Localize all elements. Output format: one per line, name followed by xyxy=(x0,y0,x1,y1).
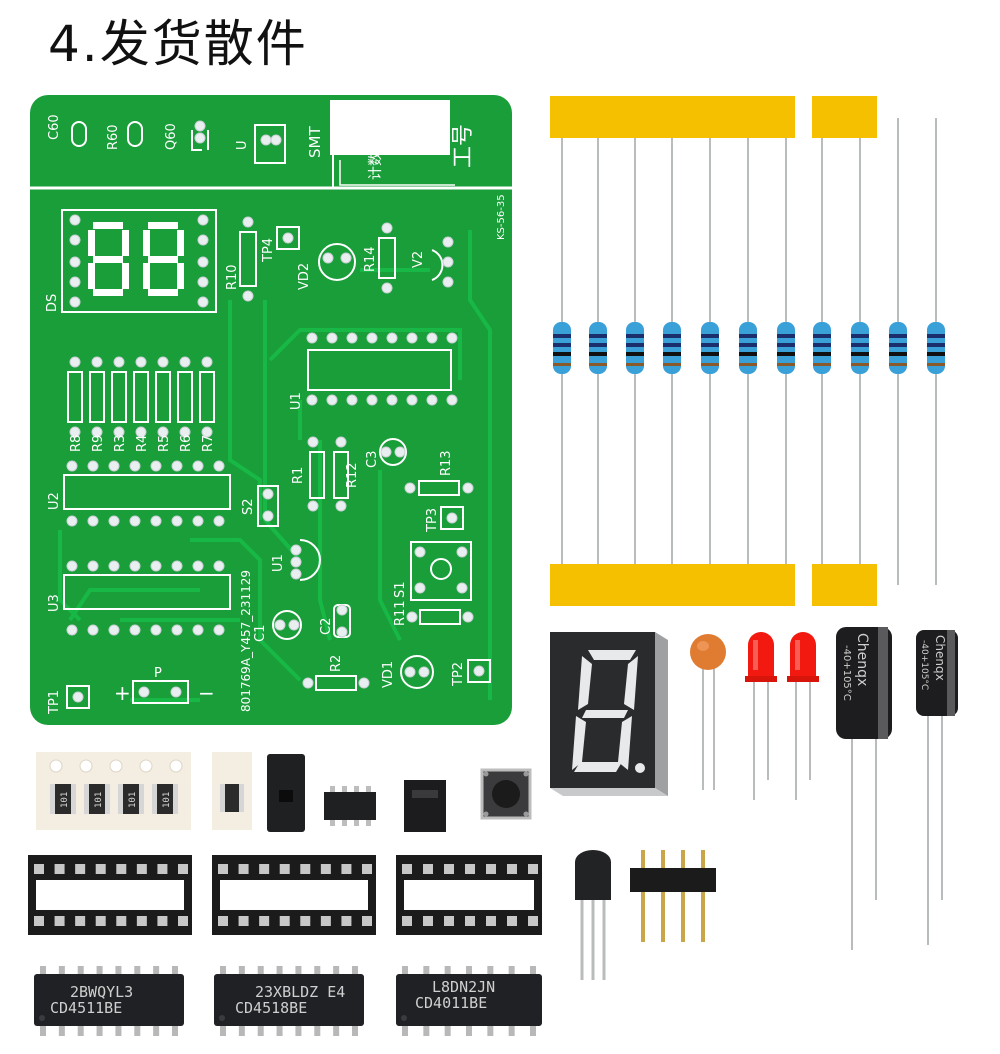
silk-r8: R8 xyxy=(69,435,84,452)
silk-counter: 计数器 xyxy=(368,138,384,180)
ic-sockets xyxy=(28,855,542,935)
silk-code: KS-56-35 xyxy=(496,194,507,240)
silk-minus: − xyxy=(198,681,215,705)
silk-smt: SMT xyxy=(306,126,324,158)
smd-mark-1: 101 xyxy=(60,792,70,808)
silk-r7: R7 xyxy=(201,435,216,452)
silk-v2: V2 xyxy=(411,251,426,268)
chip-2-line1: 23XBLDZ E4 xyxy=(255,983,345,1001)
silk-r6: R6 xyxy=(179,435,194,452)
silk-r4: R4 xyxy=(135,435,150,452)
cap-rating-small: -40+105°C xyxy=(919,640,929,690)
resistor-strip xyxy=(550,96,945,606)
silk-u1-top: U1 xyxy=(289,392,304,410)
silk-u3: U3 xyxy=(47,594,62,612)
to92-transistor xyxy=(575,850,611,980)
silk-r1: R1 xyxy=(291,467,306,484)
smd-single-tape xyxy=(212,752,252,830)
silk-board-id: 801769A_Y457_231129 xyxy=(239,570,253,712)
soic8-chip xyxy=(324,786,376,826)
silk-c3: C3 xyxy=(365,451,380,468)
dip-chips xyxy=(34,966,542,1036)
silk-p: P xyxy=(154,666,162,681)
chip-3-line1: L8DN2JN xyxy=(432,978,495,996)
smd-tape-marks: 101 101 101 101 xyxy=(60,792,172,808)
chip-markings: 2BWQYL3 CD4511BE 23XBLDZ E4 CD4518BE L8D… xyxy=(50,978,495,1017)
silk-r12: R12 xyxy=(345,462,360,488)
silk-tp3: TP3 xyxy=(425,508,440,533)
electrolytic-capacitors: Chenqx -40+105°C Chenqx -40+105°C xyxy=(836,627,958,950)
silk-tp1: TP1 xyxy=(47,690,62,715)
silk-r11: R11 xyxy=(393,600,408,626)
silk-s1: S1 xyxy=(393,581,408,598)
silk-u: U xyxy=(235,140,250,150)
ceramic-capacitor xyxy=(690,634,726,790)
smd-resistor-tape xyxy=(36,752,191,830)
chip-2-line2: CD4518BE xyxy=(235,999,307,1017)
jumper-cap xyxy=(404,780,446,832)
page-heading: 4.发货散件 xyxy=(48,15,308,73)
silk-q60: Q60 xyxy=(164,123,179,150)
pcb-board: C60 R60 Q60 U SMT 工号 计数器 KS-56-35 DS R10… xyxy=(30,95,512,725)
silk-r13: R13 xyxy=(439,450,454,476)
silk-tp4: TP4 xyxy=(261,238,276,263)
silk-c1: C1 xyxy=(253,625,268,642)
seven-segment-display xyxy=(550,632,668,796)
led-pair xyxy=(745,632,819,800)
smd-mark-3: 101 xyxy=(128,792,138,808)
cap-brand-large: Chenqx xyxy=(854,633,870,686)
silk-r60: R60 xyxy=(106,124,121,150)
silk-r5: R5 xyxy=(157,435,172,452)
sot-transistor xyxy=(267,754,305,832)
silk-r3: R3 xyxy=(113,435,128,452)
tactile-switch xyxy=(480,768,532,820)
silk-r14: R14 xyxy=(363,246,378,272)
silk-plus: + xyxy=(114,681,131,705)
silk-tp2: TP2 xyxy=(451,662,466,687)
chip-3-line2: CD4011BE xyxy=(415,994,487,1012)
silk-ds: DS xyxy=(45,294,60,312)
silk-vd1: VD1 xyxy=(381,661,396,688)
silk-station: 工号 xyxy=(451,124,476,168)
chip-1-line1: 2BWQYL3 xyxy=(70,983,133,1001)
silk-c60: C60 xyxy=(47,114,62,140)
silk-u1-mid: U1 xyxy=(271,554,286,572)
silk-r2: R2 xyxy=(329,655,344,672)
smd-mark-2: 101 xyxy=(94,792,104,808)
silk-r10: R10 xyxy=(225,264,240,290)
pin-header xyxy=(630,850,716,942)
cap-brand-small: Chenqx xyxy=(933,635,947,681)
silk-c2: C2 xyxy=(319,618,334,635)
smd-mark-4: 101 xyxy=(162,792,172,808)
silk-u2: U2 xyxy=(47,492,62,510)
silk-s2: S2 xyxy=(241,498,256,515)
silk-vd2: VD2 xyxy=(297,263,312,290)
cap-rating-large: -40+105°C xyxy=(841,645,852,701)
chip-1-line2: CD4511BE xyxy=(50,999,122,1017)
silk-r9: R9 xyxy=(91,435,106,452)
